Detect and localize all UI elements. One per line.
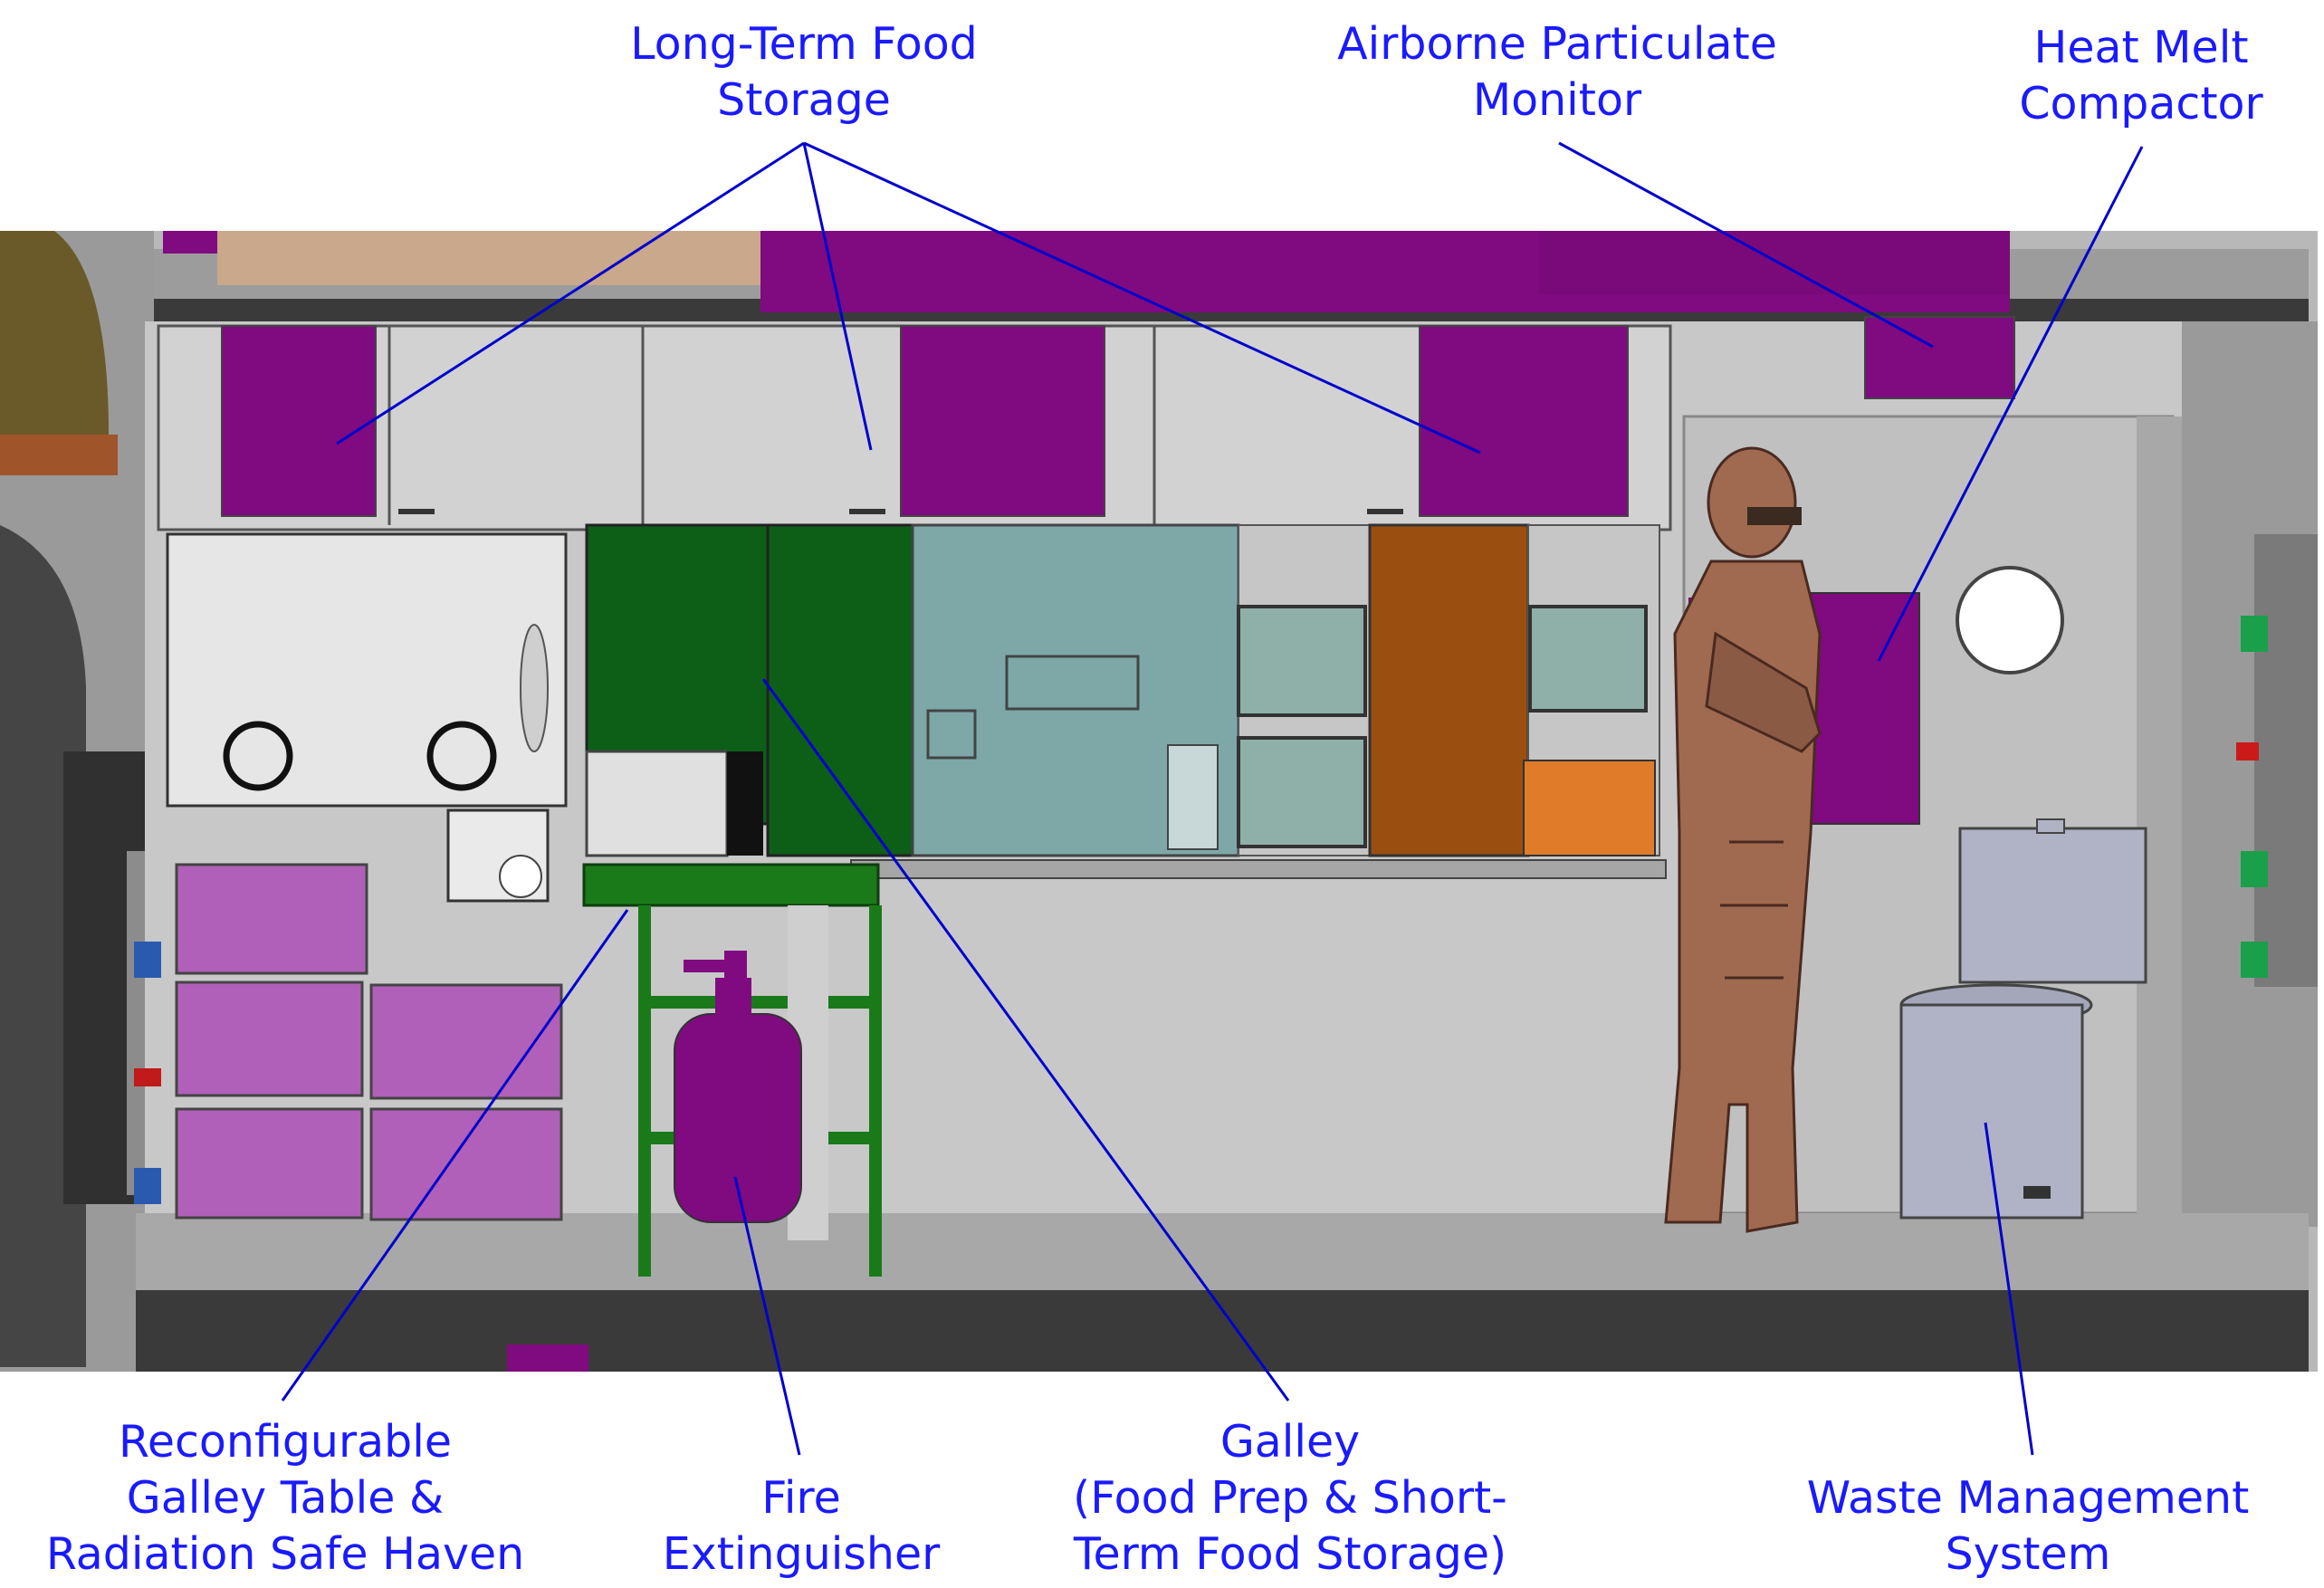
leader-lines — [281, 141, 2144, 1456]
safe-haven-drawers — [175, 863, 563, 1221]
astronaut-figure — [1664, 446, 1822, 1233]
label-long-term-food-storage: Long-Term Food Storage — [630, 18, 978, 126]
label-waste-management-system: Waste Management System — [1806, 1472, 2250, 1580]
label-fire-extinguisher: Fire Extinguisher — [662, 1472, 941, 1580]
glovebox — [166, 532, 568, 903]
label-airborne-particulate-monitor: Airborne Particulate Monitor — [1337, 18, 1777, 126]
galley-unit — [585, 523, 1667, 879]
label-heat-melt-compactor: Heat Melt Compactor — [2019, 22, 2263, 129]
waste-management-system — [1899, 818, 2147, 1220]
fire-extinguisher — [674, 951, 802, 1223]
label-galley-table-safe-haven: Reconfigurable Galley Table & Radiation … — [45, 1416, 525, 1580]
label-galley: Galley (Food Prep & Short- Term Food Sto… — [1073, 1416, 1507, 1580]
galley-table — [582, 863, 882, 1277]
upper-cabinets — [157, 316, 2015, 531]
